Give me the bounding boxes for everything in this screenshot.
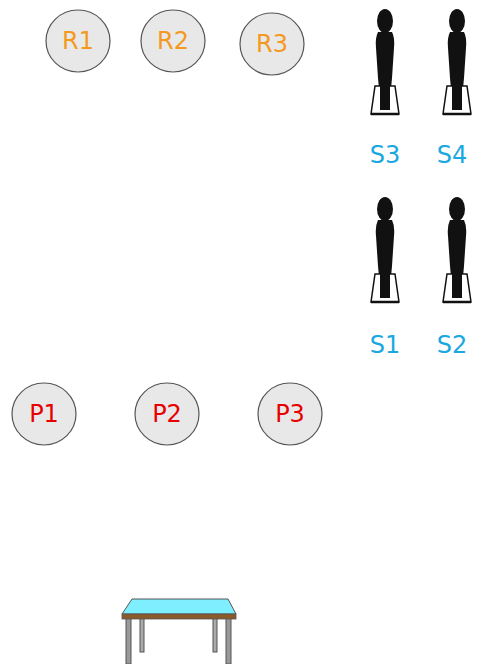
speaker-label: S1	[370, 332, 401, 358]
node-label: R2	[157, 28, 189, 54]
table-figure	[122, 599, 236, 664]
speaker-figure	[371, 197, 399, 302]
circle-node: R3	[239, 12, 305, 76]
speaker-label: S3	[370, 142, 401, 168]
circle-node: R1	[45, 9, 111, 73]
circle-node: R2	[140, 9, 206, 73]
speaker-label: S4	[437, 142, 468, 168]
speaker-figure	[443, 9, 471, 114]
speaker-figure	[443, 197, 471, 302]
circle-node: P1	[11, 382, 77, 446]
node-label: P2	[152, 401, 182, 427]
speaker-figure	[371, 9, 399, 114]
node-label: P3	[275, 401, 305, 427]
circle-node: P3	[257, 382, 323, 446]
speaker-label: S2	[437, 332, 468, 358]
node-label: R1	[62, 28, 94, 54]
node-label: R3	[256, 31, 288, 57]
node-label: P1	[29, 401, 59, 427]
circle-node: P2	[134, 382, 200, 446]
